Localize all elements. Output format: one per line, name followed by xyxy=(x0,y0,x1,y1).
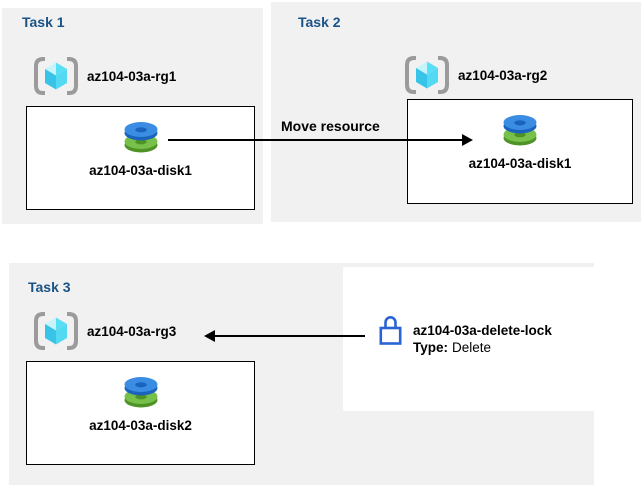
disk-icon xyxy=(501,111,539,146)
task2-panel: Task 2 az104-03a-rg2 xyxy=(271,2,641,222)
task2-disk-box: az104-03a-disk1 xyxy=(407,99,633,204)
move-resource-arrowhead-icon xyxy=(462,134,473,146)
move-resource-arrow-line xyxy=(168,139,462,141)
task1-resource-group: az104-03a-rg1 xyxy=(33,56,176,96)
task3-title: Task 3 xyxy=(28,279,71,295)
task2-resource-group-label: az104-03a-rg2 xyxy=(458,67,548,83)
task1-panel: Task 1 az104-03a-rg1 xyxy=(2,8,263,224)
task3-panel: Task 3 az104-03a-delete-lock Type:Delete xyxy=(9,263,597,485)
lock-annotation-background: az104-03a-delete-lock Type:Delete xyxy=(343,267,597,411)
task2-title: Task 2 xyxy=(298,14,341,30)
task2-disk-label: az104-03a-disk1 xyxy=(468,156,572,171)
lock-type-value: Delete xyxy=(452,340,492,355)
disk-icon xyxy=(122,118,160,153)
lock-type-label: Type: xyxy=(413,340,449,355)
task1-resource-group-label: az104-03a-rg1 xyxy=(87,68,177,84)
resource-group-icon xyxy=(33,56,79,96)
resource-group-icon xyxy=(33,311,79,351)
lock-type-line: Type:Delete xyxy=(413,339,552,356)
move-resource-label: Move resource xyxy=(281,118,380,134)
lock-name-label: az104-03a-delete-lock xyxy=(413,323,552,338)
task3-resource-group-label: az104-03a-rg3 xyxy=(87,323,177,339)
lock-icon xyxy=(377,311,404,351)
lock-arrow-line xyxy=(214,335,365,337)
task1-disk-label: az104-03a-disk1 xyxy=(89,163,192,178)
lock-annotation-text: az104-03a-delete-lock Type:Delete xyxy=(413,322,552,356)
task3-disk-label: az104-03a-disk2 xyxy=(89,418,192,433)
task1-disk-box: az104-03a-disk1 xyxy=(26,106,255,210)
task3-disk-box: az104-03a-disk2 xyxy=(26,361,255,465)
task2-resource-group: az104-03a-rg2 xyxy=(404,55,547,95)
lock-arrowhead-icon xyxy=(204,330,215,342)
task3-resource-group: az104-03a-rg3 xyxy=(33,311,176,351)
resource-group-icon xyxy=(404,55,450,95)
disk-icon xyxy=(122,373,160,408)
task1-title: Task 1 xyxy=(22,14,65,30)
